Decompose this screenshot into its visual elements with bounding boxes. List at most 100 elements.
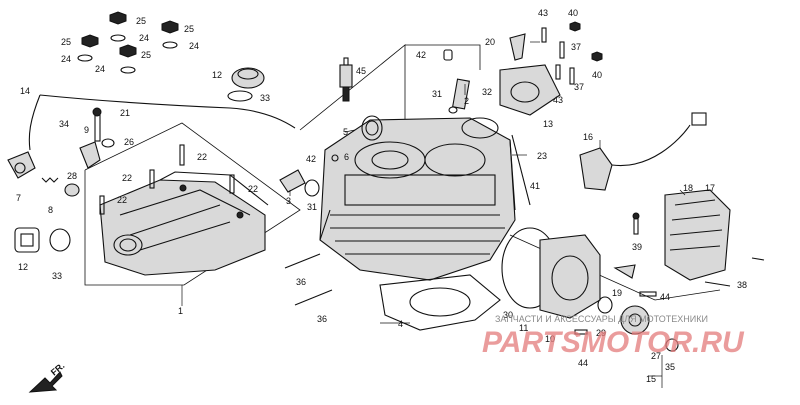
oring-33-left [49, 228, 71, 252]
callout-22a: 22 [197, 152, 207, 162]
callout-42b: 42 [306, 154, 316, 164]
callout-8: 8 [48, 205, 53, 215]
washers-24 [77, 34, 178, 74]
callout-24d: 24 [95, 64, 105, 74]
callout-2: 2 [464, 96, 469, 106]
callout-38: 38 [737, 280, 747, 290]
callout-27: 27 [651, 351, 661, 361]
bracket-44 [574, 264, 657, 335]
seal-5 [361, 115, 383, 141]
head-gasket [379, 274, 501, 331]
bolt-43 [541, 27, 561, 80]
pin-42 [443, 49, 453, 61]
cap-12-top [231, 67, 265, 89]
cable [28, 94, 296, 151]
callout-36b: 36 [317, 314, 327, 324]
callout-17: 17 [705, 183, 715, 193]
callout-43b: 43 [553, 95, 563, 105]
watermark: ЗАПЧАСТИ И АКСЕССУАРЫ ДЛЯ МОТОТЕХНИКИ PA… [482, 314, 745, 359]
callout-24b: 24 [189, 41, 199, 51]
callout-9: 9 [84, 125, 89, 135]
callout-25c: 25 [61, 37, 71, 47]
nuts-25 [81, 11, 179, 58]
callout-37b: 37 [574, 82, 584, 92]
callout-32: 32 [482, 87, 492, 97]
callout-37a: 37 [571, 42, 581, 52]
spark-plug [339, 57, 353, 102]
callout-42a: 42 [416, 50, 426, 60]
watermark-logo: PARTSMOTOR.RU [482, 326, 745, 359]
callout-24a: 24 [139, 33, 149, 43]
cover-10-11 [539, 234, 601, 319]
fr-arrow [28, 371, 63, 393]
callout-18: 18 [683, 183, 693, 193]
screw-38 [704, 257, 765, 287]
callout-6: 6 [344, 152, 349, 162]
callout-16: 16 [583, 132, 593, 142]
seal-19 [597, 296, 613, 314]
callout-11: 11 [519, 323, 528, 333]
bolt-39 [632, 212, 640, 235]
bolts-22 [99, 144, 235, 215]
callout-31a: 31 [432, 89, 442, 99]
cylinder-head-cover [99, 171, 269, 276]
sensor-16 [579, 112, 707, 191]
callout-1: 1 [178, 306, 183, 316]
oring-33-top [227, 90, 253, 102]
callout-25b: 25 [184, 24, 194, 34]
camshaft-holder [499, 64, 561, 116]
gear-15 [620, 305, 679, 352]
callout-36a: 36 [296, 277, 306, 287]
callout-40a: 40 [568, 8, 578, 18]
bracket-20 [509, 33, 526, 61]
cylinder-head [319, 117, 516, 281]
callout-33a: 33 [260, 93, 270, 103]
callout-13: 13 [543, 119, 553, 129]
watermark-text: ЗАПЧАСТИ И АКСЕССУАРЫ ДЛЯ МОТОТЕХНИКИ [495, 314, 708, 324]
callout-10: 10 [545, 334, 555, 344]
frame-camshaft-holder [405, 44, 481, 70]
callout-40b: 40 [592, 70, 602, 80]
callout-45: 45 [356, 66, 366, 76]
bracket-9 [79, 141, 101, 169]
callout-12b: 12 [18, 262, 28, 272]
bolt-23-41 [511, 134, 531, 206]
callout-12a: 12 [212, 70, 222, 80]
fitting-7 [7, 151, 36, 179]
callout-23: 23 [537, 151, 547, 161]
callout-21: 21 [120, 108, 130, 118]
callout-4: 4 [398, 319, 403, 329]
callout-5: 5 [343, 127, 348, 137]
bolts-37 [559, 41, 575, 85]
stud-bolts [284, 253, 333, 306]
callout-25a: 25 [136, 16, 146, 26]
nuts-40 [569, 21, 603, 62]
callout-26: 26 [124, 137, 134, 147]
callout-39: 39 [632, 242, 642, 252]
callout-22d: 22 [117, 195, 127, 205]
callout-34: 34 [59, 119, 69, 129]
callout-30: 30 [503, 310, 513, 320]
spring-8 [41, 177, 59, 183]
callout-20: 20 [485, 37, 495, 47]
callout-29: 29 [596, 328, 606, 338]
oring-31 [304, 106, 458, 197]
leader-lines [181, 41, 686, 388]
callout-15: 15 [646, 374, 656, 384]
callout-33b: 33 [52, 271, 62, 281]
callout-44a: 44 [660, 292, 670, 302]
washer-26 [101, 138, 115, 148]
callout-3: 3 [286, 196, 291, 206]
fr-label: FR. [49, 361, 67, 378]
callout-35: 35 [665, 362, 675, 372]
callout-22b: 22 [122, 173, 132, 183]
callout-25d: 25 [141, 50, 151, 60]
tensioner-3 [279, 169, 306, 193]
cover-17-18 [664, 189, 731, 281]
bolt-21 [92, 107, 102, 142]
plate-12-left [14, 227, 40, 253]
callout-31b: 31 [307, 202, 317, 212]
callout-14: 14 [20, 86, 30, 96]
callout-7: 7 [16, 193, 21, 203]
